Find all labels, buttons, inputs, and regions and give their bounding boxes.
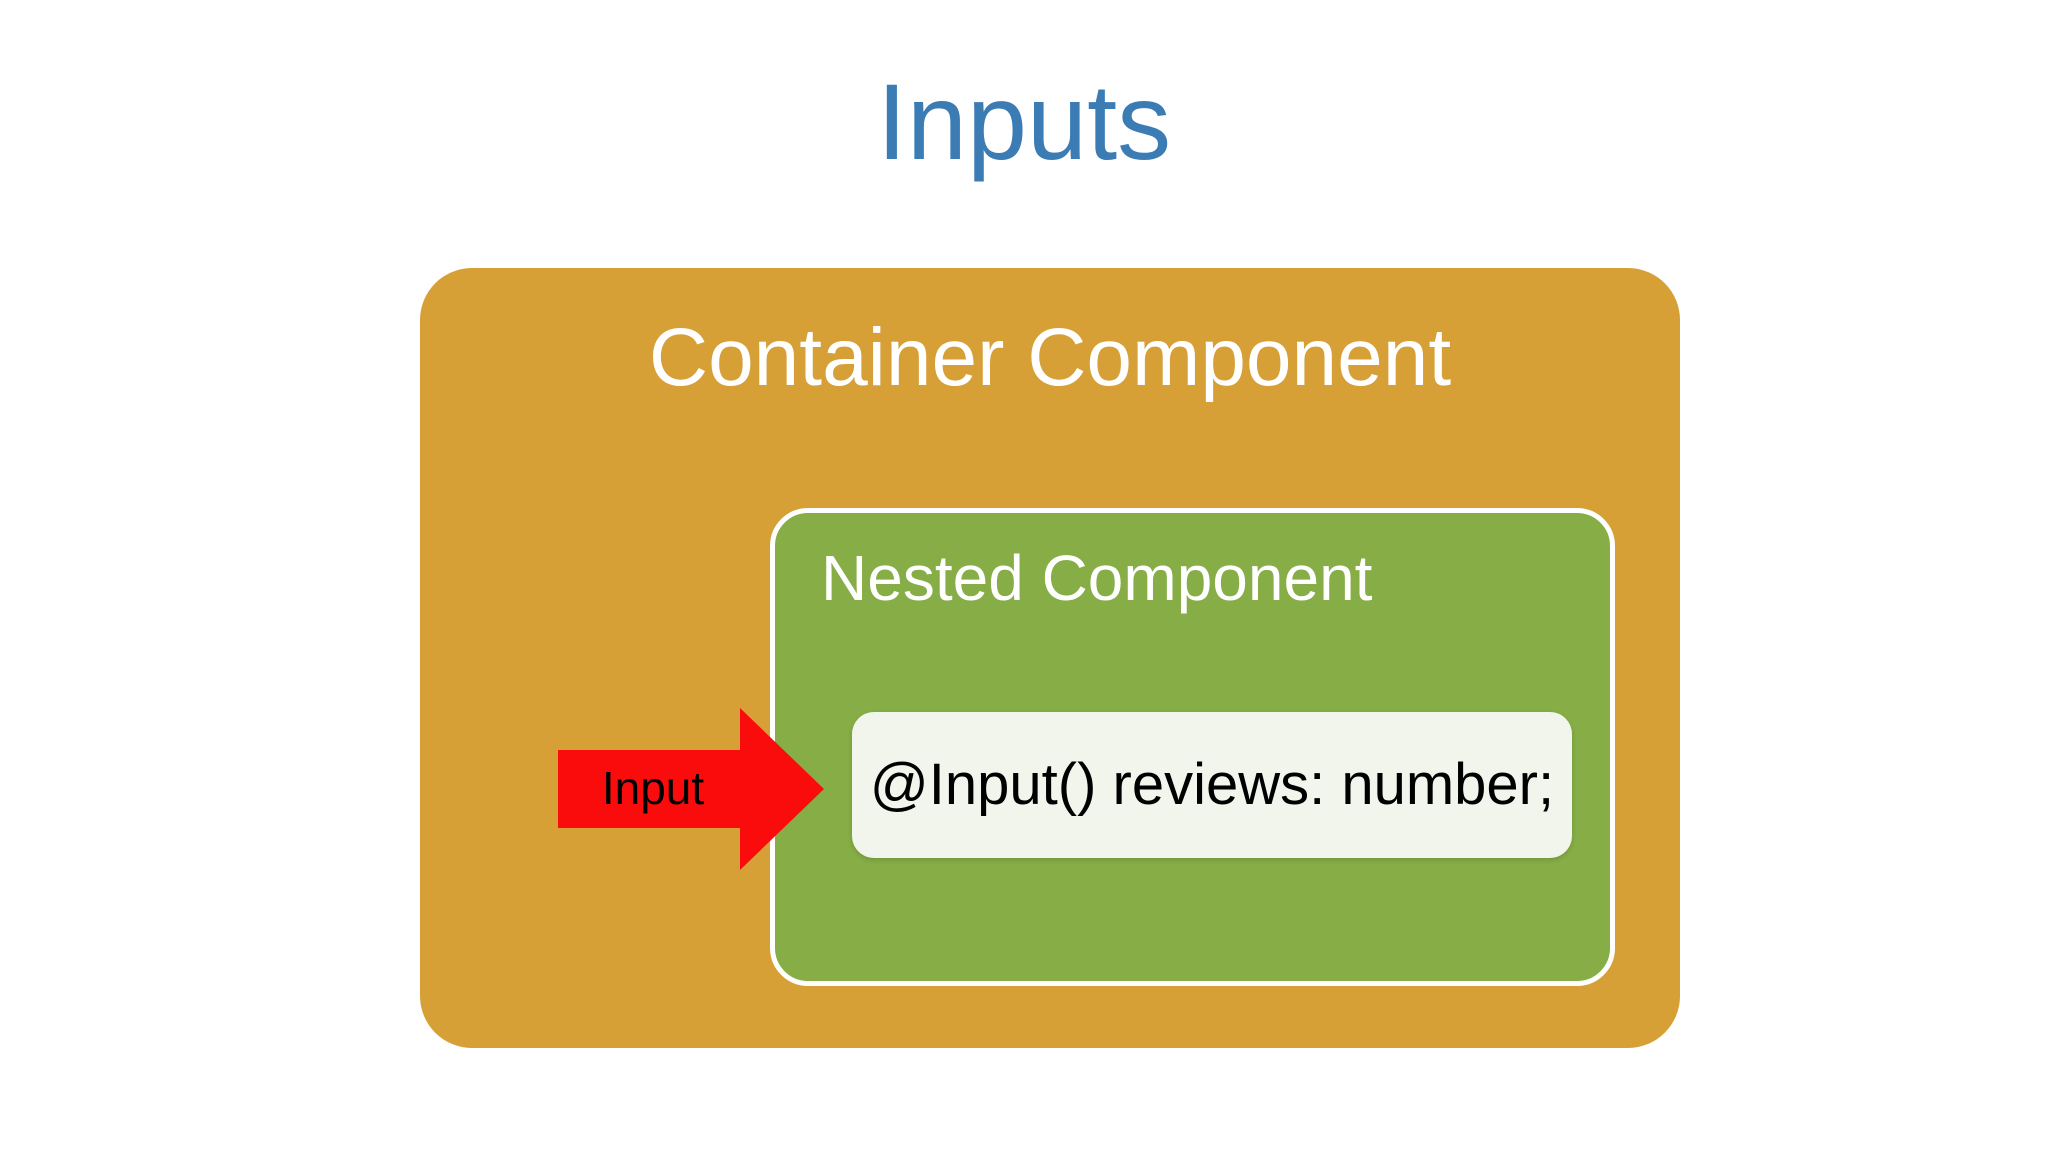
container-component-label: Container Component [648,312,1452,403]
input-arrow: Input [558,708,824,870]
nested-component-label: Nested Component [821,542,1373,614]
right-arrow-icon [558,708,824,870]
page-title: Inputs [876,61,1172,182]
input-property-code-text: @Input() reviews: number; [869,752,1555,817]
input-property-code-chip: @Input() reviews: number; [852,712,1572,858]
